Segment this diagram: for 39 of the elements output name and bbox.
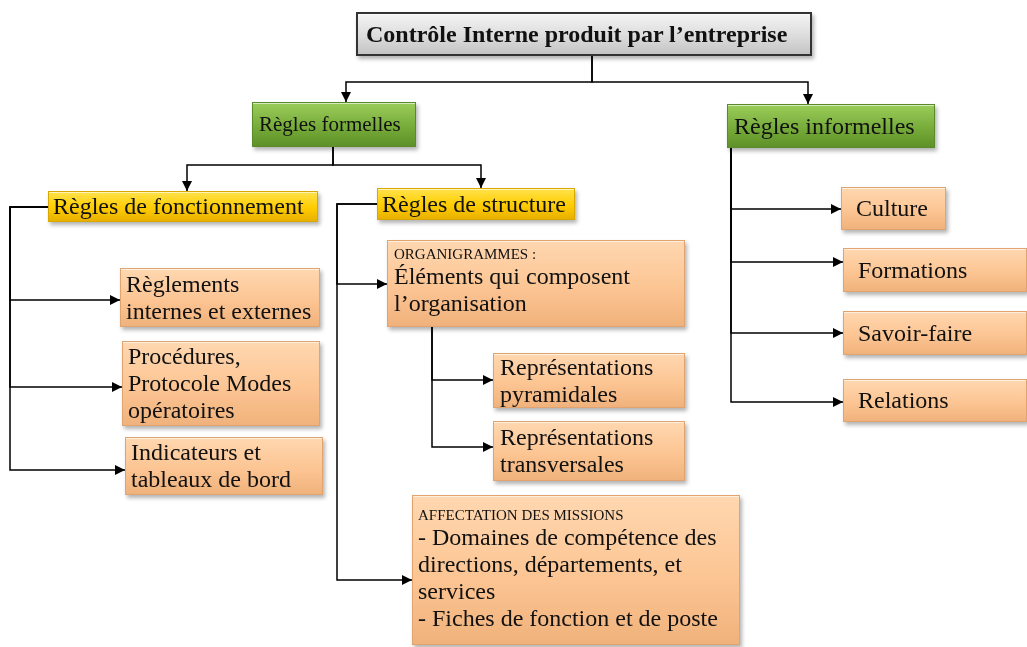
- item-box: [412, 495, 740, 645]
- connector-arrow: [431, 326, 494, 452]
- subcategory-box: [377, 188, 575, 220]
- category-box: [252, 102, 416, 147]
- box-label: Règlements internes et externes: [126, 270, 313, 325]
- box-heading: AFFECTATION DES MISSIONS: [418, 506, 625, 524]
- box-label: Règles informelles: [734, 112, 916, 140]
- connector-arrow: [9, 206, 126, 475]
- box-label: Représentations transversales: [500, 424, 655, 478]
- item-box: [125, 437, 323, 495]
- box-label: Savoir-faire: [858, 319, 974, 347]
- box-label: Éléments qui composent l’organisation: [394, 263, 631, 317]
- item-box: [493, 421, 685, 481]
- box-label: Règles formelles: [259, 111, 402, 138]
- category-box: [727, 104, 935, 148]
- item-box: [843, 379, 1027, 422]
- subcategory-box: [48, 191, 318, 222]
- connector-arrow: [336, 203, 413, 585]
- box-label: Indicateurs et tableaux de bord: [131, 439, 292, 493]
- title-box: [356, 12, 812, 56]
- box-label: - Fiches de fonction et de poste: [418, 605, 719, 632]
- connector-arrow: [332, 146, 486, 189]
- box-label: Contrôle Interne produit par l’entreprise: [366, 20, 789, 48]
- box-label: Culture: [856, 195, 929, 222]
- box-label: Règles de fonctionnement: [53, 193, 305, 220]
- box-label: Procédures, Protocole Modes opératoires: [128, 343, 293, 424]
- box-label: Formations: [858, 256, 969, 284]
- box-label: Représentations pyramidales: [500, 353, 655, 408]
- item-box: [387, 240, 685, 327]
- box-label: Règles de structure: [382, 190, 567, 218]
- item-box: [843, 248, 1027, 292]
- item-box: [493, 353, 685, 408]
- box-label: Relations: [858, 387, 950, 414]
- item-box: [843, 311, 1027, 355]
- item-box: [841, 187, 946, 230]
- item-box: [122, 341, 320, 426]
- box-heading: ORGANIGRAMMES :: [394, 245, 538, 263]
- box-label: - Domaines de compétence des directions, départements, et services: [418, 524, 718, 605]
- connector-arrow: [591, 55, 813, 105]
